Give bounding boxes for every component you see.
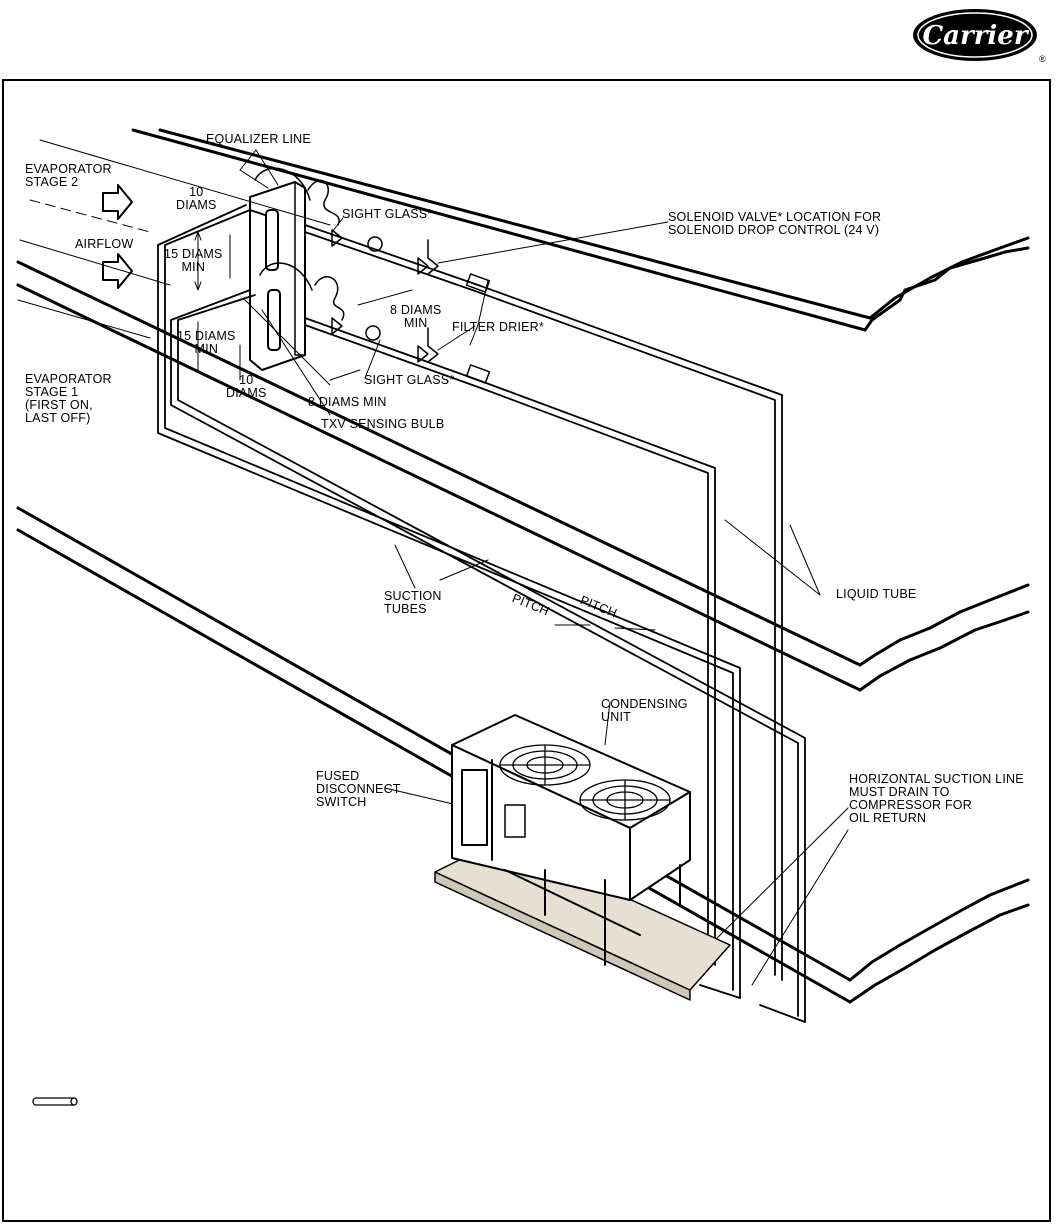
label-sight-glass-bottom: SIGHT GLASS* [364,373,455,387]
solenoid-valve-icon [417,239,439,363]
liquid-tubes [304,224,783,981]
capillary-coils [254,167,345,321]
label-condensing-unit: CONDENSING UNIT [601,697,688,724]
label-8-diams-min-upper: 8 DIAMS MIN [390,303,442,330]
label-liquid-tube: LIQUID TUBE [836,587,917,601]
label-filter-drier: FILTER DRIER* [452,320,544,334]
label-sight-glass-top: SIGHT GLASS* [342,207,433,221]
filter-drier-icon [465,273,491,384]
label-solenoid-valve: SOLENOID VALVE* LOCATION FOR SOLENOID DR… [668,210,882,237]
label-15-diams-min-bottom: 15 DIAMS MIN [177,329,236,356]
disconnect-switch-icon [504,804,526,838]
airflow-lines [17,139,331,339]
carrier-logo: Carrier ® [913,9,1046,64]
label-8-diams-min-lower: 8 DIAMS MIN [308,395,387,409]
evaporator-coil [249,181,306,371]
label-suction-tubes: SUCTION TUBES [384,589,442,616]
label-airflow: AIRFLOW [75,237,134,251]
label-equalizer-line: EQUALIZER LINE [206,132,311,146]
label-horizontal-suction-line: HORIZONTAL SUCTION LINE MUST DRAIN TO CO… [849,772,1024,825]
label-evaporator-stage1: EVAPORATOR STAGE 1 (FIRST ON, LAST OFF) [25,372,112,425]
carrier-logo-text: Carrier [922,21,1029,51]
suction-tubes [157,204,806,1023]
label-15-diams-min-top: 15 DIAMS MIN [164,247,223,274]
label-txv-sensing-bulb: TXV SENSING BULB [321,417,445,431]
registered-mark: ® [1039,54,1046,64]
tube-legend-icon [32,1097,78,1106]
airflow-arrow-icon [102,184,133,289]
dimension-marks [194,231,413,386]
leader-lines [239,149,849,986]
label-10-diams-top: 10 DIAMS [176,185,217,212]
fan-icon [499,744,671,821]
diagram-frame [2,79,1051,1222]
label-evaporator-stage2: EVAPORATOR STAGE 2 [25,162,112,189]
sight-glass-icon [365,236,383,341]
label-fused-disconnect-switch: FUSED DISCONNECT SWITCH [316,769,401,809]
txv-valve-icon [331,229,343,335]
label-10-diams-bottom: 10 DIAMS [226,373,267,400]
